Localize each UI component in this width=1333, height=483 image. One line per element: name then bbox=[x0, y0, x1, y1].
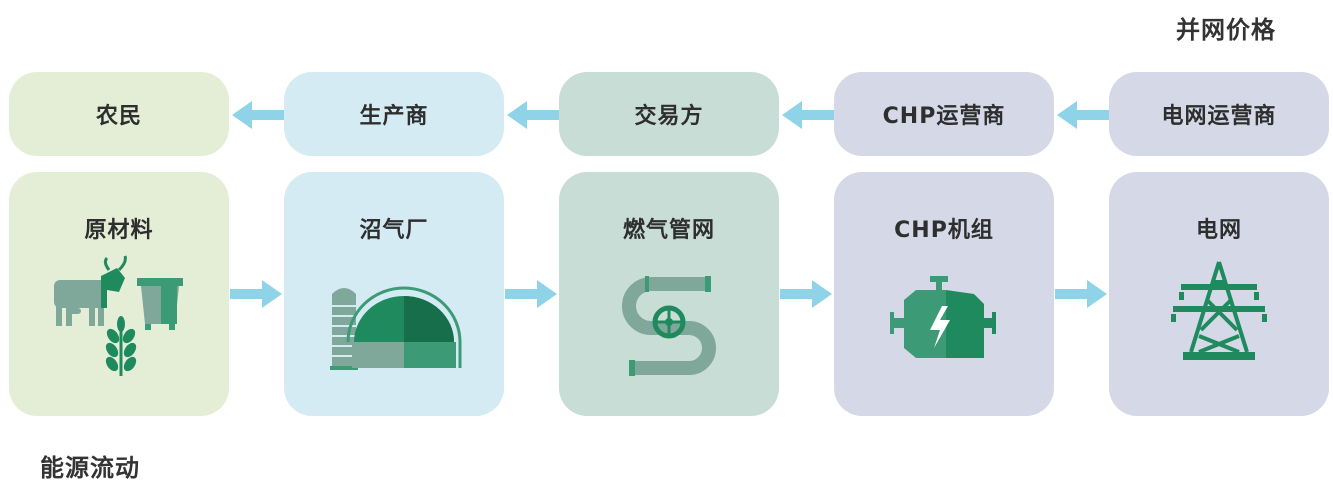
power-tower-icon bbox=[1109, 172, 1329, 416]
left-arrow-icon bbox=[507, 101, 559, 129]
grid-price-title: 并网价格 bbox=[1176, 16, 1276, 44]
raw-material-box: 原材料 bbox=[9, 172, 229, 416]
power-grid-box: 电网 bbox=[1109, 172, 1329, 416]
power-grid-label: 电网 bbox=[1195, 218, 1242, 243]
right-arrow-icon bbox=[505, 280, 557, 308]
grid-operator-label: 电网运营商 bbox=[1161, 104, 1277, 129]
right-arrow-icon bbox=[780, 280, 832, 308]
chp-operator-label: CHP运营商 bbox=[882, 104, 1006, 129]
producer-box: 生产商 bbox=[284, 72, 504, 156]
farmer-box: 农民 bbox=[9, 72, 229, 156]
trader-label: 交易方 bbox=[634, 104, 704, 129]
trader-box: 交易方 bbox=[559, 72, 779, 156]
chp-unit-box: CHP机组 bbox=[834, 172, 1054, 416]
gas-pipeline-label: 燃气管网 bbox=[622, 218, 715, 243]
right-arrow-icon bbox=[230, 280, 282, 308]
chp-engine-icon bbox=[834, 172, 1054, 416]
producer-label: 生产商 bbox=[359, 104, 429, 129]
grid-operator-box: 电网运营商 bbox=[1109, 72, 1329, 156]
chp-unit-label: CHP机组 bbox=[894, 218, 994, 243]
chp-operator-box: CHP运营商 bbox=[834, 72, 1054, 156]
biogas-plant-box: 沼气厂 bbox=[284, 172, 504, 416]
farmer-label: 农民 bbox=[95, 104, 142, 129]
gas-pipeline-box: 燃气管网 bbox=[559, 172, 779, 416]
left-arrow-icon bbox=[782, 101, 834, 129]
livestock-crop-icon bbox=[9, 172, 229, 416]
left-arrow-icon bbox=[1057, 101, 1109, 129]
gas-pipeline-icon bbox=[559, 172, 779, 416]
biogas-plant-label: 沼气厂 bbox=[359, 218, 429, 243]
left-arrow-icon bbox=[232, 101, 284, 129]
raw-material-label: 原材料 bbox=[84, 218, 154, 243]
biogas-plant-icon bbox=[284, 172, 504, 416]
energy-flow-title: 能源流动 bbox=[40, 454, 140, 482]
right-arrow-icon bbox=[1055, 280, 1107, 308]
